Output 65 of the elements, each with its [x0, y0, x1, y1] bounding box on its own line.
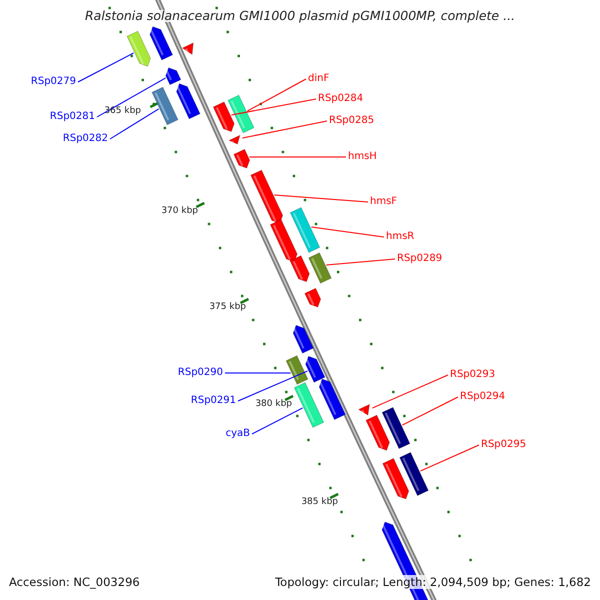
- gene-block: [382, 458, 410, 500]
- gene-block: [152, 86, 178, 126]
- leader-line: [110, 108, 160, 140]
- scale-label: 385 kbp: [301, 496, 338, 508]
- leader-line: [230, 98, 316, 116]
- gene-label: RSp0291: [190, 395, 236, 407]
- gene-label: RSp0284: [318, 93, 364, 105]
- gene-block: [290, 207, 320, 253]
- leader-line: [96, 77, 166, 118]
- gene-label: RSp0281: [50, 111, 95, 123]
- leader-line: [224, 372, 292, 374]
- gene-label: dinF: [308, 73, 330, 85]
- scale-label: 380 kbp: [255, 398, 292, 410]
- scale-label: 365 kbp: [104, 105, 141, 117]
- gene-block: [228, 94, 254, 134]
- gene-block: [228, 134, 240, 145]
- gene-block: [308, 252, 332, 284]
- leader-line: [78, 52, 134, 82]
- gene-block: [366, 414, 390, 451]
- gene-block: [212, 101, 235, 132]
- gene-label: RSp0289: [397, 253, 442, 265]
- scale-label: 375 kbp: [209, 301, 246, 313]
- gene-block: [176, 83, 200, 120]
- gene-block: [250, 170, 284, 224]
- gene-block: [286, 355, 308, 385]
- gene-label: RSp0294: [460, 391, 506, 403]
- gene-block: [305, 356, 326, 383]
- gene-block: [304, 288, 322, 308]
- leader-line: [274, 194, 368, 202]
- leader-line: [310, 226, 384, 238]
- gene-block: [290, 255, 310, 282]
- gene-block: [126, 30, 151, 67]
- scale-label: 370 kbp: [161, 205, 198, 217]
- gene-block: [358, 404, 370, 416]
- gene-block: [294, 382, 324, 428]
- gene-block: [165, 67, 182, 86]
- gene-label: RSp0295: [481, 439, 526, 451]
- leader-line: [326, 258, 396, 266]
- leader-line: [246, 78, 306, 112]
- gene-block: [150, 26, 174, 60]
- leader-line: [238, 370, 308, 402]
- accession-note: Accession: NC_003296: [9, 575, 140, 589]
- gene-label: RSp0293: [450, 369, 496, 381]
- gene-block: [292, 324, 314, 354]
- gene-label: cyaB: [226, 428, 250, 440]
- leader-line: [242, 120, 328, 139]
- gene-block: [182, 42, 194, 56]
- gene-block: [318, 378, 346, 420]
- gene-label: hmsR: [386, 231, 414, 243]
- leader-line: [252, 407, 304, 434]
- gene-label: RSp0290: [178, 367, 223, 379]
- leader-line: [420, 444, 480, 472]
- gene-block: [382, 406, 410, 450]
- leader-line: [248, 156, 346, 158]
- summary-note: Topology: circular; Length: 2,094,509 bp; Genes: 1,682: [275, 575, 591, 589]
- gene-label: RSp0282: [62, 133, 108, 145]
- gene-block: [399, 452, 429, 496]
- leader-line: [402, 396, 458, 426]
- gene-label: hmsF: [370, 196, 398, 208]
- gene-label: RSp0285: [329, 115, 374, 127]
- gene-block: [270, 219, 298, 262]
- leader-line: [372, 374, 448, 409]
- gene-block: [233, 148, 250, 169]
- gene-label: RSp0279: [30, 76, 76, 88]
- gene-label: hmsH: [348, 151, 377, 163]
